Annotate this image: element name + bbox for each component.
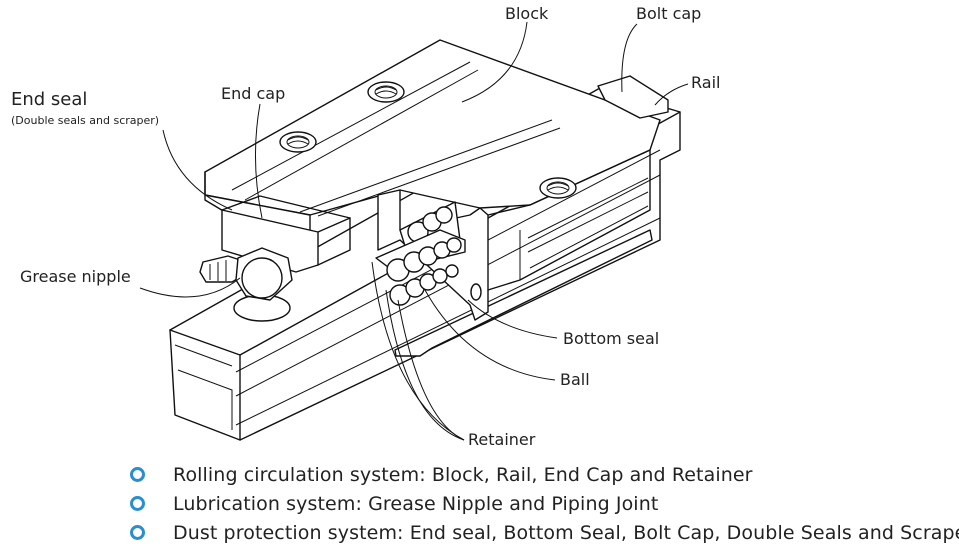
label-retainer: Retainer <box>468 430 536 449</box>
grease-nipple <box>199 247 293 301</box>
balls <box>375 201 466 306</box>
legend-text: Rolling circulation system: Block, Rail,… <box>173 463 753 486</box>
leader-lines <box>139 21 689 441</box>
block-side-hole <box>470 283 482 301</box>
bolt-cap <box>597 75 669 119</box>
bolt-hole <box>279 131 317 153</box>
bottom-seal <box>394 229 653 357</box>
label-end-seal: End seal <box>11 89 87 110</box>
legend-item-lubrication: Lubrication system: Grease Nipple and Pi… <box>128 489 958 518</box>
legend-item-rolling: Rolling circulation system: Block, Rail,… <box>128 460 958 489</box>
label-bolt-cap: Bolt cap <box>636 4 701 23</box>
circle-bullet-icon <box>130 467 145 482</box>
label-grease-nipple: Grease nipple <box>20 267 131 286</box>
label-ball: Ball <box>560 370 590 389</box>
bolt-hole <box>367 81 405 103</box>
label-bottom-seal: Bottom seal <box>563 329 659 348</box>
bolt-hole <box>539 177 577 199</box>
legend-text: Dust protection system: End seal, Bottom… <box>173 521 959 544</box>
legend-item-dust-protection: Dust protection system: End seal, Bottom… <box>128 518 959 547</box>
label-end-cap: End cap <box>221 84 285 103</box>
label-block: Block <box>505 4 549 23</box>
circle-bullet-icon <box>130 525 145 540</box>
systems-legend: Rolling circulation system: Block, Rail,… <box>128 460 959 547</box>
label-end-seal-sub: (Double seals and scraper) <box>11 114 159 127</box>
circle-bullet-icon <box>130 496 145 511</box>
legend-text: Lubrication system: Grease Nipple and Pi… <box>173 492 659 515</box>
label-rail: Rail <box>691 73 720 92</box>
